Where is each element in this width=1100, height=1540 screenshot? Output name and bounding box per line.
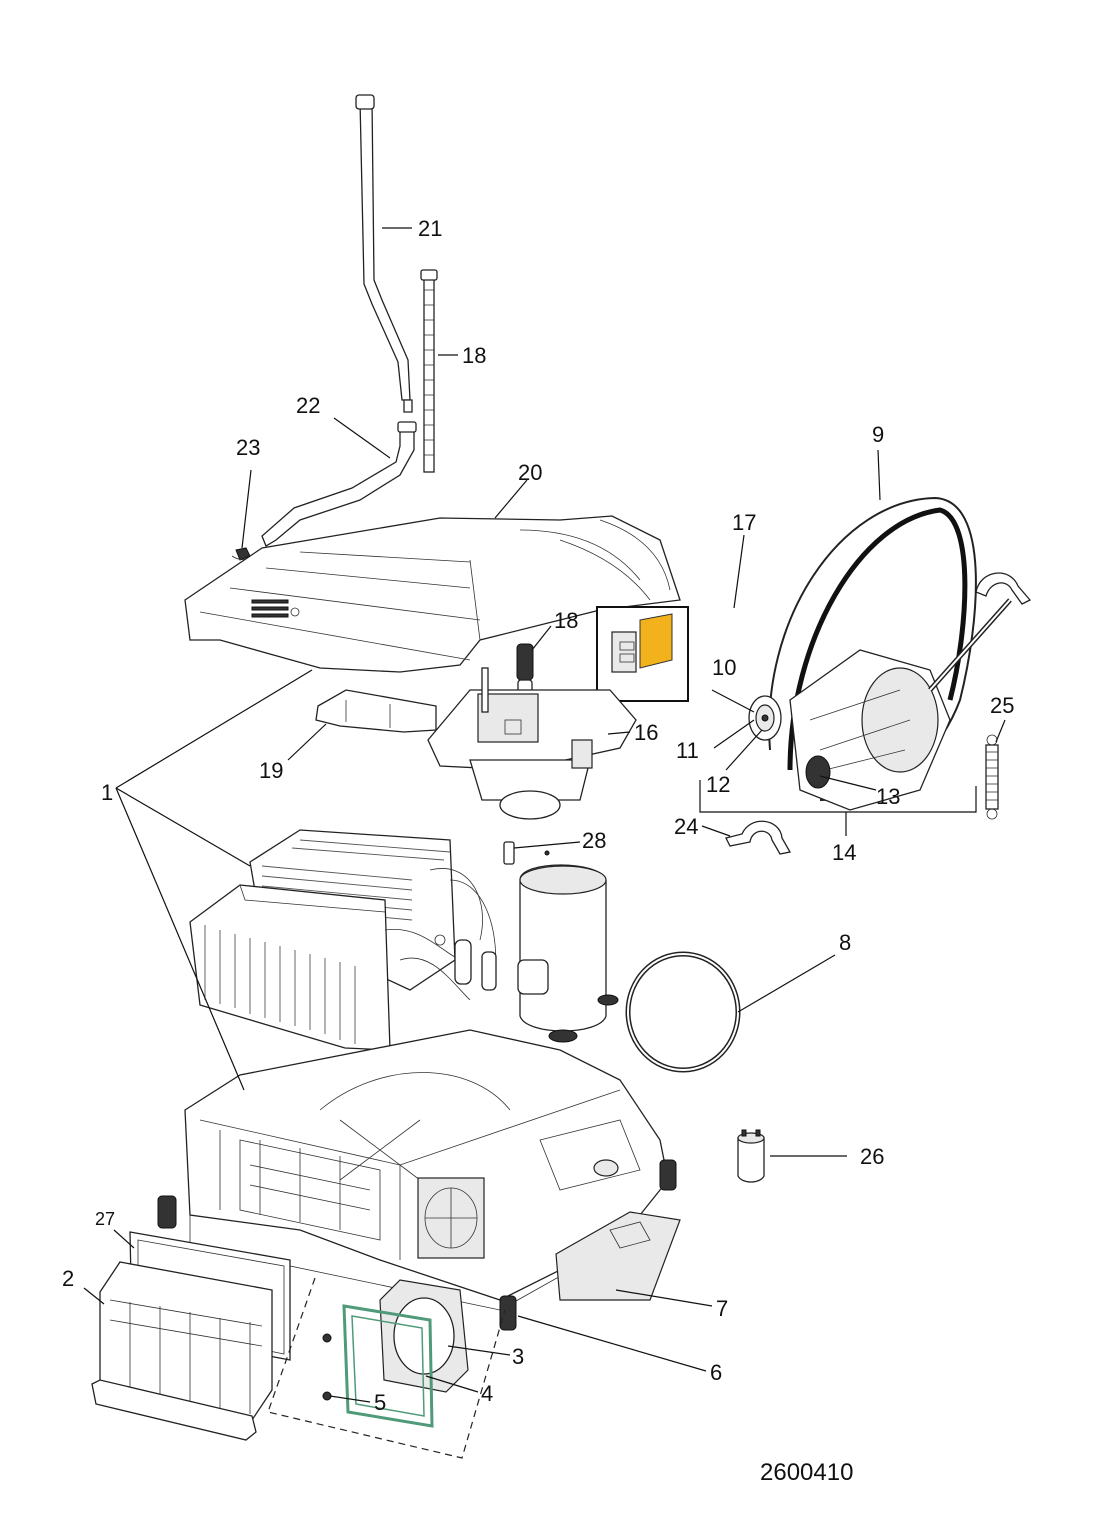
refrigerant-tubing <box>384 868 497 1001</box>
part-17-control-board <box>596 606 689 702</box>
part-8-gasket-ring <box>625 951 741 1073</box>
callout-10: 10 <box>712 655 736 680</box>
callout-26: 26 <box>860 1144 884 1169</box>
callout-20: 20 <box>518 460 542 485</box>
callout-16: 16 <box>634 720 658 745</box>
part-20-top-cover <box>184 515 681 673</box>
callout-28: 28 <box>582 828 606 853</box>
part-3-fan <box>379 1279 469 1393</box>
document-number: 2600410 <box>760 1459 853 1486</box>
part-2-front-grille <box>91 1261 273 1441</box>
callout-17: 17 <box>732 510 756 535</box>
callout-24: 24 <box>674 814 698 839</box>
part-5-screws <box>322 1333 332 1401</box>
callout-4: 4 <box>481 1381 493 1406</box>
callout-18-top: 18 <box>462 343 486 368</box>
callout-7: 7 <box>716 1296 728 1321</box>
part-26-capacitor <box>737 1129 765 1183</box>
part-18-hose <box>420 269 438 473</box>
leader-lines <box>83 227 1006 1403</box>
part-19-foam-block <box>315 689 437 733</box>
callout-5: 5 <box>374 1390 386 1415</box>
callout-18-mid: 18 <box>554 608 578 633</box>
callout-9: 9 <box>872 422 884 447</box>
callout-25: 25 <box>990 693 1014 718</box>
base-foot-right <box>659 1159 677 1191</box>
callout-27: 27 <box>95 1209 115 1229</box>
compressor <box>517 864 619 1043</box>
callout-3: 3 <box>512 1344 524 1369</box>
callout-6: 6 <box>710 1360 722 1385</box>
part-21-drain-tube <box>355 94 413 413</box>
callout-23: 23 <box>236 435 260 460</box>
part-25-spring <box>985 734 999 820</box>
part-13-blower-motor <box>789 598 1012 811</box>
part-16-pump-assembly <box>427 667 637 820</box>
callout-1: 1 <box>101 780 113 805</box>
base-pan <box>184 1029 669 1311</box>
callout-12: 12 <box>706 772 730 797</box>
callout-14: 14 <box>832 840 856 865</box>
callout-labels: 21 18 22 23 20 9 17 18 10 25 16 11 19 12… <box>62 216 1014 1415</box>
part-7-bracket-plate <box>555 1211 681 1301</box>
part-24-strap <box>725 820 792 855</box>
part-28-fitting <box>503 841 550 865</box>
callout-13: 13 <box>876 784 900 809</box>
part-6-foot <box>499 1295 517 1331</box>
callout-2: 2 <box>62 1266 74 1291</box>
callout-19: 19 <box>259 758 283 783</box>
part-4-fan-frame <box>342 1304 434 1428</box>
mounting-strap-top <box>975 572 1032 605</box>
dashed-explode-outline <box>267 1277 506 1459</box>
base-foot-left <box>157 1195 177 1229</box>
callout-22: 22 <box>296 393 320 418</box>
callout-8: 8 <box>839 930 851 955</box>
part-22-curved-hose <box>261 421 417 547</box>
callout-11: 11 <box>676 738 699 763</box>
coil-front <box>189 884 391 1051</box>
part-10-11-12-pulley <box>748 695 782 741</box>
callout-21: 21 <box>418 216 442 241</box>
